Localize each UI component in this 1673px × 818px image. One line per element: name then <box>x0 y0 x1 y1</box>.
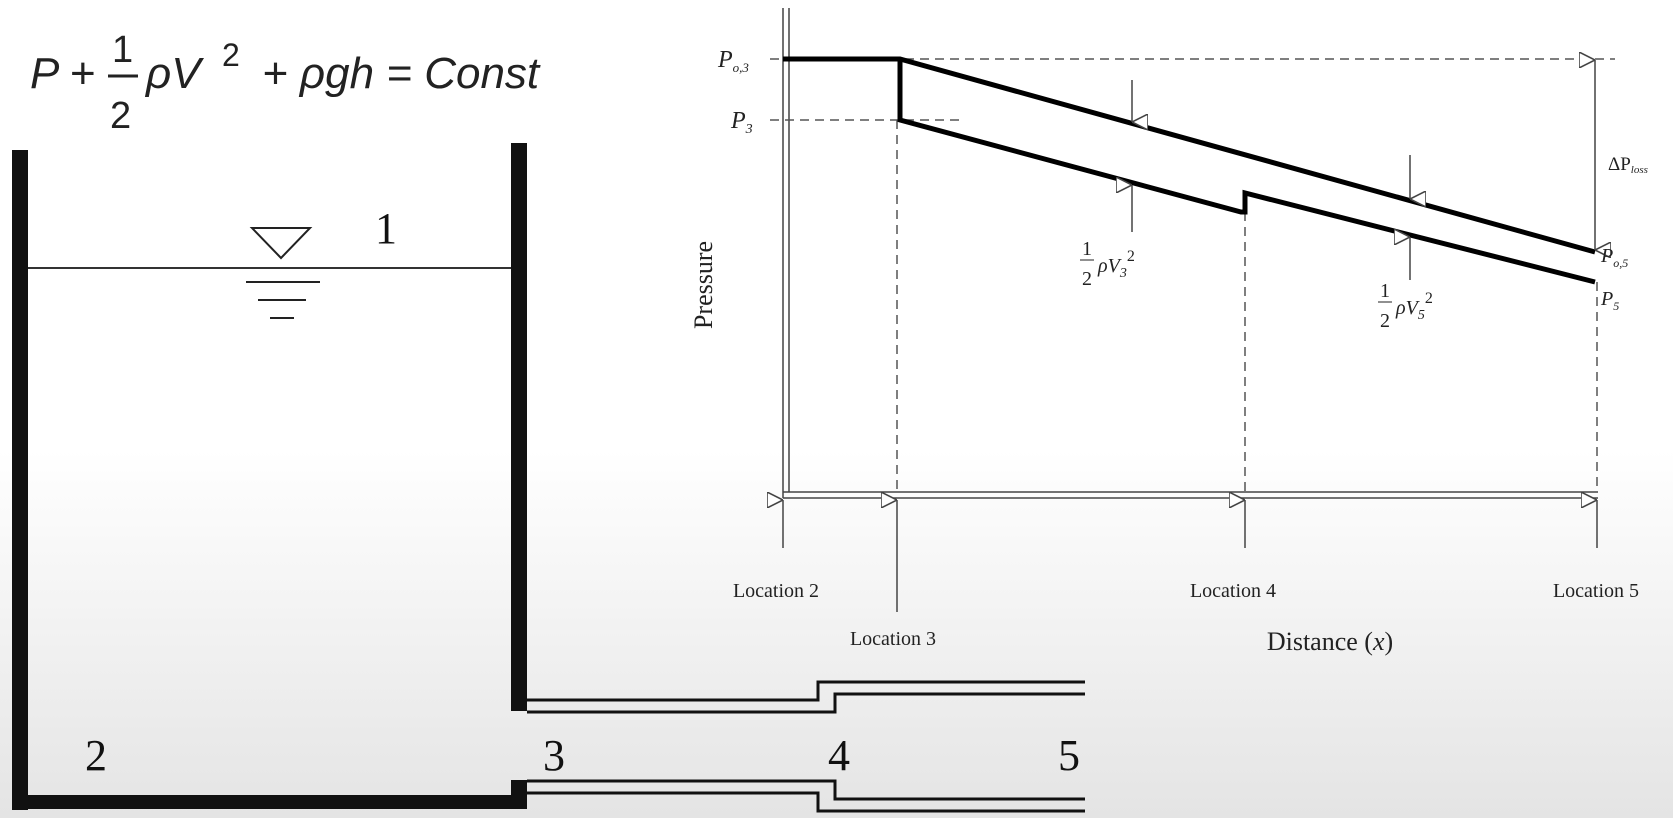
tank <box>12 143 527 810</box>
dyn3-term: ρV32 <box>1097 248 1135 281</box>
po5-label: Po,5 <box>1600 245 1628 270</box>
po3-label: Po,3 <box>717 47 749 75</box>
dyn5-label: 1 2 ρV52 <box>1378 280 1433 332</box>
eq-plus: + <box>70 49 96 98</box>
eq-rhov: ρV <box>144 49 204 98</box>
pipe-bottom-inner <box>527 779 1085 801</box>
tank-right-wall <box>511 143 527 711</box>
pipe-top-outer <box>527 680 1085 702</box>
tank-left-wall <box>12 150 28 810</box>
location-4-label: Location 4 <box>1190 580 1276 602</box>
eq-den: 2 <box>110 95 131 137</box>
location-2-label: Location 2 <box>733 580 819 602</box>
location-3-label: Location 3 <box>850 628 936 650</box>
label-5: 5 <box>1058 731 1080 780</box>
label-3: 3 <box>543 731 565 780</box>
pipe-top-inner <box>527 692 1085 714</box>
dyn3-label: 1 2 ρV32 <box>1080 238 1135 290</box>
tank-right-wall-lower <box>511 780 527 809</box>
dyn3-den: 2 <box>1082 268 1092 290</box>
p3-label: P3 <box>730 108 753 137</box>
eq-p: P <box>30 49 60 98</box>
label-1: 1 <box>375 204 397 253</box>
bernoulli-equation: P + 1 2 ρV 2 + ρgh = Const <box>30 29 541 137</box>
tank-bottom <box>12 795 527 809</box>
label-2: 2 <box>85 731 107 780</box>
x-axis-label: Distance (x) <box>1267 627 1393 656</box>
eq-rest: + ρgh = Const <box>262 49 541 98</box>
label-4: 4 <box>828 731 850 780</box>
static-pressure-line <box>897 59 1596 285</box>
eq-num: 1 <box>112 29 133 71</box>
dyn5-den: 2 <box>1380 310 1390 332</box>
y-axis-label: Pressure <box>689 241 718 329</box>
dp-loss-label: ΔPloss <box>1608 154 1648 176</box>
dyn5-term: ρV52 <box>1395 290 1433 323</box>
free-surface-icon <box>249 227 313 260</box>
dyn5-num: 1 <box>1380 280 1390 302</box>
total-pressure-line <box>783 56 1596 255</box>
eq-sq: 2 <box>222 37 240 73</box>
dyn3-num: 1 <box>1082 238 1092 260</box>
pipe <box>527 680 1085 813</box>
pipe-bottom-outer <box>527 791 1085 813</box>
location-5-label: Location 5 <box>1553 580 1639 602</box>
pressure-chart: Po,3 P3 Po,5 P5 ΔPloss 1 2 ρV32 1 2 ρV52… <box>689 8 1648 656</box>
p5-label: P5 <box>1600 288 1619 313</box>
